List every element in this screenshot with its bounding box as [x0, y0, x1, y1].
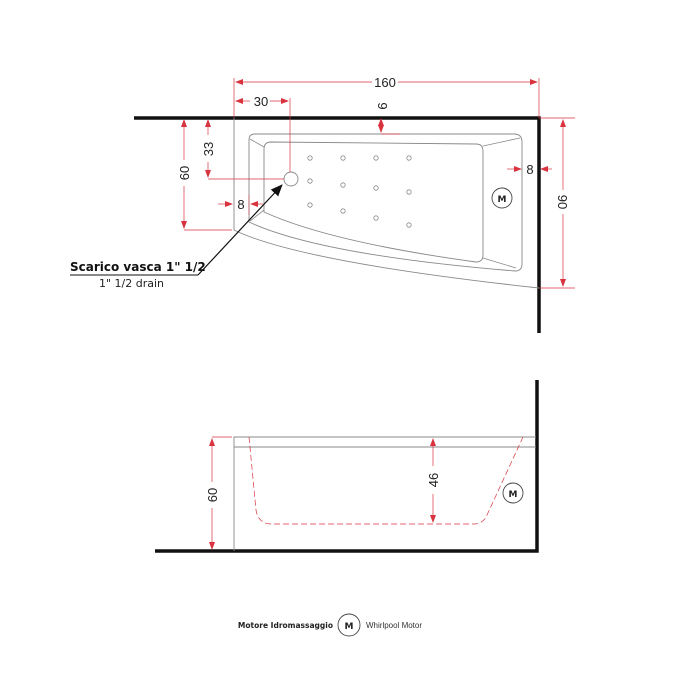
- dim-inner-depth: 46: [426, 438, 441, 523]
- svg-text:46: 46: [426, 473, 441, 487]
- svg-text:M: M: [509, 490, 518, 500]
- wall-top: [134, 116, 541, 333]
- side-view: M 60 46: [155, 380, 539, 553]
- tub-basin-outline: [263, 141, 484, 263]
- motor-icon-top: M: [491, 187, 513, 209]
- svg-text:M: M: [345, 622, 354, 632]
- dim-left-depth: 60: [177, 119, 232, 231]
- legend-label-english: Whirlpool Motor: [366, 621, 422, 630]
- drain-icon: [283, 171, 299, 187]
- dim-side-height: 60: [205, 436, 232, 550]
- svg-text:90: 90: [555, 195, 570, 209]
- hidden-basin-outline: [248, 436, 524, 525]
- svg-text:8: 8: [237, 197, 244, 212]
- svg-text:33: 33: [201, 142, 216, 156]
- wall-side: [155, 380, 539, 553]
- svg-text:9: 9: [375, 102, 390, 109]
- drain-label-english: 1" 1/2 drain: [99, 277, 164, 290]
- svg-text:60: 60: [177, 166, 192, 180]
- dim-overall-depth: 90: [539, 117, 575, 289]
- whirlpool-jets: [307, 155, 412, 228]
- drain-label-italian: Scarico vasca 1" 1/2: [70, 260, 206, 274]
- svg-text:30: 30: [254, 94, 268, 109]
- legend: Motore Idromassaggio M Whirlpool Motor: [238, 613, 422, 637]
- svg-text:8: 8: [526, 162, 533, 177]
- dim-left-rim: 8: [218, 195, 263, 215]
- motor-icon-legend: M: [337, 613, 361, 637]
- tub-rim-outline: [248, 133, 523, 272]
- dim-top-rim: 9: [375, 102, 400, 135]
- motor-icon-side: M: [502, 482, 524, 504]
- dim-right-rim: 8: [507, 162, 552, 177]
- svg-text:160: 160: [374, 75, 396, 90]
- svg-text:M: M: [498, 195, 507, 205]
- dim-overall-length: 160: [233, 75, 540, 118]
- dim-drain-offset-y: 33: [201, 119, 284, 180]
- legend-label-italian: Motore Idromassaggio: [238, 621, 333, 630]
- tub-side-outline: [233, 436, 536, 551]
- top-view: M 160 30 9 33: [70, 75, 575, 333]
- tub-outer-outline: [233, 118, 540, 289]
- drain-callout: Scarico vasca 1" 1/2 1" 1/2 drain: [70, 184, 283, 290]
- dim-drain-offset-x: 30: [235, 94, 291, 172]
- svg-text:60: 60: [205, 488, 220, 502]
